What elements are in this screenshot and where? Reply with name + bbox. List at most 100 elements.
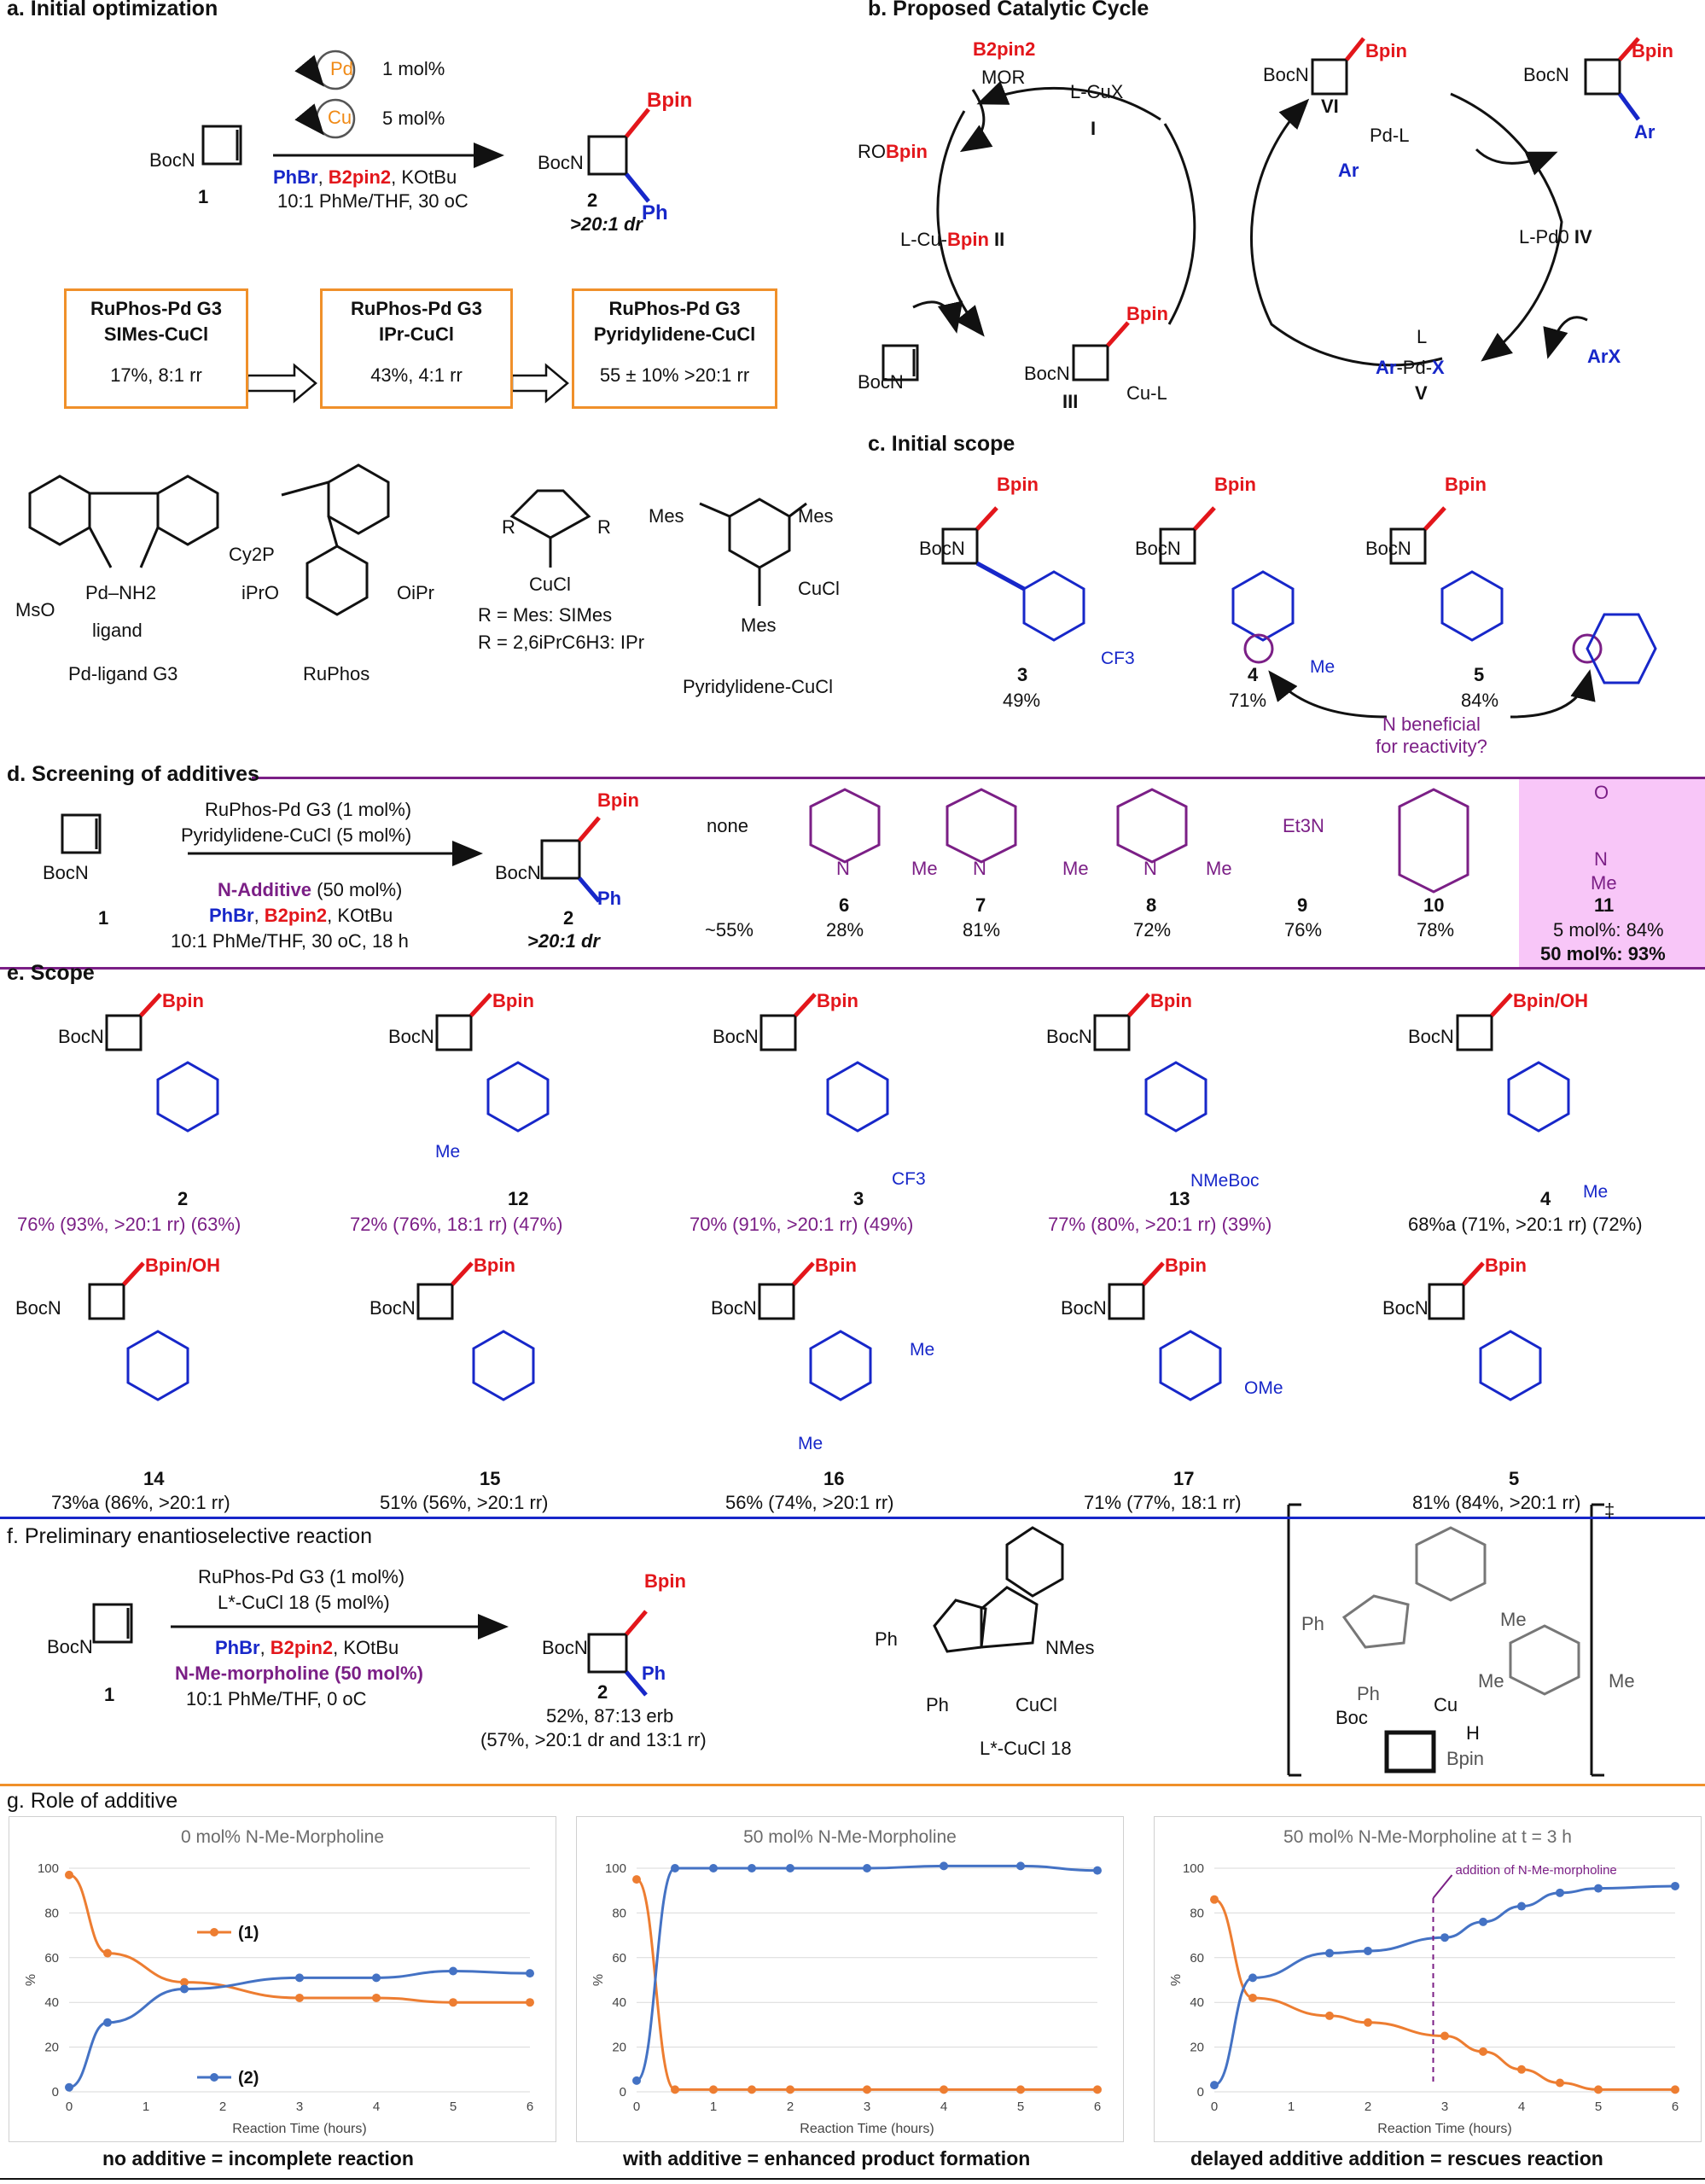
f-cond-3: PhBr, B2pin2, KOtBu bbox=[215, 1637, 399, 1658]
c5-number: 5 bbox=[1474, 664, 1485, 685]
add7-n: N bbox=[973, 858, 986, 879]
vi-pdl: Pd-L bbox=[1370, 125, 1410, 146]
add8-me1: Me bbox=[1062, 858, 1089, 879]
y-tick-label: 20 bbox=[1190, 2041, 1204, 2055]
cu-loading: 5 mol% bbox=[382, 108, 445, 129]
data-point bbox=[1093, 2085, 1102, 2094]
sm-1-number: 1 bbox=[198, 186, 209, 207]
chart-2-title: 50 mol% N-Me-Morpholine at t = 3 h bbox=[1283, 1827, 1572, 1847]
f-prod-dr: (57%, >20:1 dr and 13:1 rr) bbox=[480, 1729, 707, 1750]
additive-11-highlight bbox=[1519, 779, 1705, 967]
data-point bbox=[671, 2085, 679, 2094]
cycle-iii: III bbox=[1062, 391, 1079, 412]
scope-e-row2-structures bbox=[88, 1261, 1542, 1401]
ts-me3: Me bbox=[1609, 1670, 1635, 1692]
product-2-bpin: Bpin bbox=[647, 89, 693, 112]
x-tick-label: 4 bbox=[373, 2100, 380, 2114]
x-tick-label: 0 bbox=[66, 2100, 73, 2114]
y-tick-label: 20 bbox=[612, 2041, 626, 2055]
e15-boc: BocN bbox=[370, 1297, 416, 1319]
e3-yield: 70% (91%, >20:1 rr) (49%) bbox=[690, 1214, 914, 1235]
product-2-structure bbox=[587, 108, 650, 203]
annotation-label: addition of N-Me-morpholine bbox=[1456, 1863, 1617, 1878]
e3-number: 3 bbox=[853, 1188, 864, 1209]
data-point bbox=[449, 1998, 457, 2007]
series-line-0 bbox=[1213, 1898, 1675, 2091]
c5-yield: 84% bbox=[1461, 690, 1499, 711]
ligand-label: ligand bbox=[92, 620, 143, 641]
data-point bbox=[1517, 2065, 1526, 2074]
data-point bbox=[1440, 2031, 1449, 2041]
add11-o: O bbox=[1594, 782, 1609, 803]
catalyst-cycle-icons bbox=[294, 50, 356, 139]
add8-me2: Me bbox=[1206, 858, 1232, 879]
data-point bbox=[1440, 1933, 1449, 1942]
f-prod-boc: BocN bbox=[542, 1637, 588, 1658]
ruphos-structure bbox=[281, 463, 390, 616]
add7-yield: 81% bbox=[963, 919, 1001, 941]
e14-top: Bpin/OH bbox=[145, 1255, 220, 1276]
pd-ligand-g3-structure bbox=[28, 475, 219, 568]
d-prod-ph: Ph bbox=[597, 888, 622, 909]
prod-ar: Ar bbox=[1634, 121, 1656, 143]
oipr-label: OiPr bbox=[397, 582, 434, 603]
series-line-0 bbox=[68, 1873, 530, 2004]
catalytic-cycle-arrows bbox=[912, 80, 1588, 367]
enantioselective-structures bbox=[92, 1503, 1604, 1777]
section-f-bottom-rule bbox=[0, 1784, 1705, 1786]
y-tick-label: 60 bbox=[1190, 1951, 1204, 1966]
data-point bbox=[1016, 2085, 1025, 2094]
lig-label: L*-CuCl 18 bbox=[980, 1738, 1072, 1759]
cycle-v: V bbox=[1415, 382, 1428, 404]
e4-number: 4 bbox=[1540, 1188, 1551, 1209]
ms-label: MsO bbox=[15, 599, 55, 620]
c3-yield: 49% bbox=[1003, 690, 1041, 711]
data-point bbox=[372, 1973, 381, 1983]
x-tick-label: 5 bbox=[450, 2100, 457, 2114]
add8-n: N bbox=[1143, 858, 1157, 879]
section-e-title: e. Scope bbox=[7, 961, 95, 985]
product-2-dr: >20:1 dr bbox=[570, 213, 643, 235]
data-point bbox=[786, 2085, 794, 2094]
x-tick-label: 1 bbox=[1288, 2100, 1295, 2114]
data-point bbox=[1248, 1973, 1257, 1983]
add6-n: N bbox=[836, 858, 850, 879]
y-tick-label: 60 bbox=[612, 1951, 626, 1966]
sm-1-label: BocN bbox=[149, 149, 195, 171]
d-sm-boc: BocN bbox=[43, 862, 89, 883]
ts-me2: Me bbox=[1478, 1670, 1504, 1692]
e14-boc: BocN bbox=[15, 1297, 61, 1319]
e17-ome: OMe bbox=[1244, 1378, 1283, 1398]
e14-yield: 73%a (86%, >20:1 rr) bbox=[51, 1492, 230, 1513]
data-point bbox=[65, 1870, 73, 1879]
add6-number: 6 bbox=[839, 894, 850, 916]
c3-boc: BocN bbox=[919, 538, 965, 559]
caption-3: delayed additive addition = rescues reac… bbox=[1190, 2147, 1603, 2169]
series-line-1 bbox=[636, 1864, 1098, 2082]
add8-number: 8 bbox=[1146, 894, 1157, 916]
data-point bbox=[372, 1993, 381, 2002]
nhc-r-right: R bbox=[597, 516, 611, 538]
y-tick-label: 0 bbox=[620, 2085, 626, 2100]
x-axis-label: Reaction Time (hours) bbox=[232, 2122, 366, 2136]
ts-ph1: Ph bbox=[1301, 1613, 1324, 1634]
d-prod-number: 2 bbox=[563, 907, 574, 929]
e15-number: 15 bbox=[480, 1468, 501, 1489]
x-tick-label: 2 bbox=[1365, 2100, 1371, 2114]
mes-label-3: Mes bbox=[741, 614, 777, 636]
x-tick-label: 2 bbox=[219, 2100, 226, 2114]
d-prod-bpin: Bpin bbox=[597, 789, 639, 811]
y-tick-label: 20 bbox=[44, 2041, 59, 2055]
e16-number: 16 bbox=[823, 1468, 845, 1489]
add9-et3n: Et3N bbox=[1283, 815, 1324, 836]
e12-top: Bpin bbox=[492, 990, 534, 1011]
e12-me: Me bbox=[435, 1142, 461, 1162]
nhc-cucl: CuCl bbox=[529, 574, 571, 595]
x-tick-label: 2 bbox=[787, 2100, 794, 2114]
chart-0-title: 0 mol% N-Me-Morpholine bbox=[180, 1827, 385, 1847]
data-point bbox=[1479, 2047, 1487, 2056]
legend-marker bbox=[210, 2073, 218, 2082]
